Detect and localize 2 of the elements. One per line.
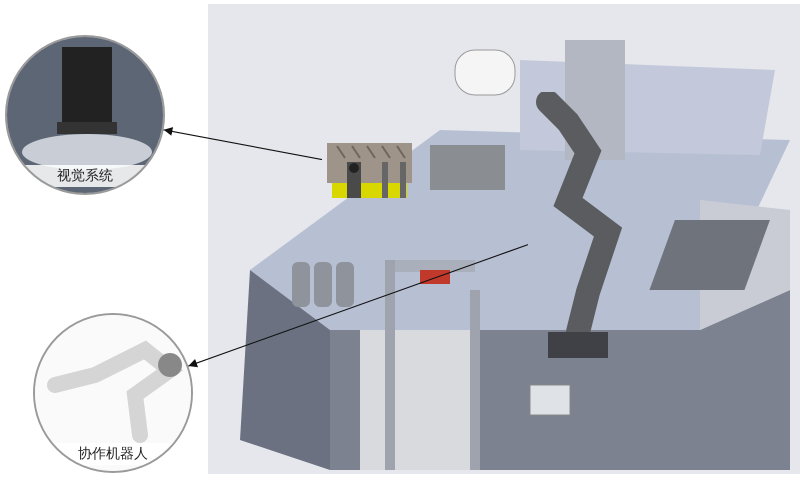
leader-line (164, 127, 322, 160)
leader-line (188, 244, 528, 368)
